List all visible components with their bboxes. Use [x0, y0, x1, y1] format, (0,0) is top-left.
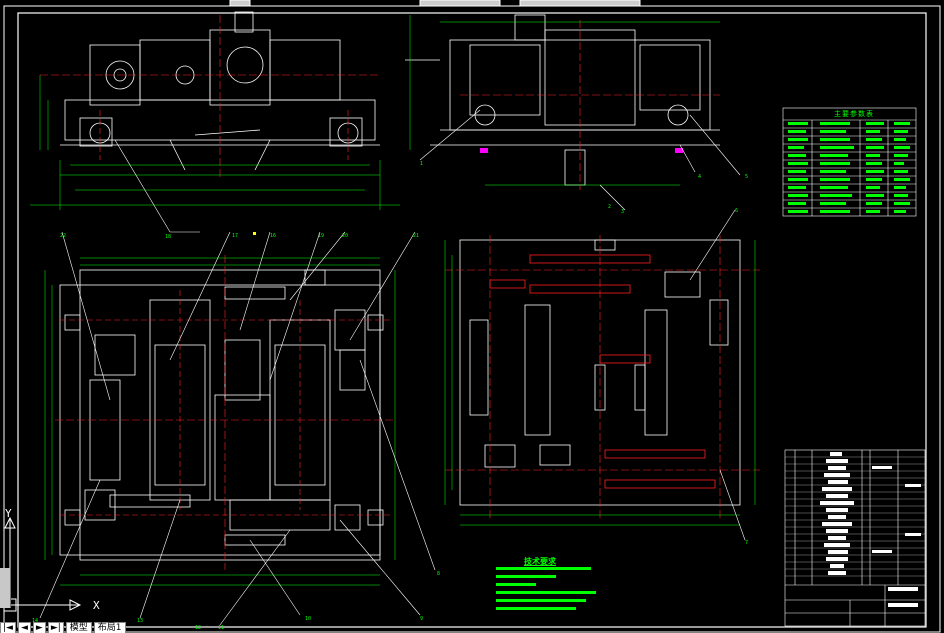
- balloon-10: 10: [305, 616, 311, 622]
- spec-table: [782, 107, 917, 217]
- tab-next[interactable]: ►: [32, 622, 46, 633]
- technical-notes-lines: [496, 567, 596, 610]
- balloon-18: 18: [165, 234, 171, 240]
- balloon-21: 21: [413, 233, 419, 239]
- balloon-6: 6: [735, 208, 738, 214]
- tab-layout1[interactable]: 布局1: [93, 622, 126, 633]
- balloon-17: 17: [232, 233, 238, 239]
- front-elevation-dimensions: [30, 75, 400, 210]
- bom-table-text-blocks: [820, 452, 921, 607]
- bom-table-rows: [785, 456, 925, 577]
- balloon-1: 1: [420, 161, 423, 167]
- plan-view-centerlines: [55, 255, 395, 570]
- tab-last[interactable]: ►|: [47, 622, 64, 633]
- toolbar-remnant: [229, 0, 641, 7]
- left-panel-edge: [0, 568, 11, 608]
- foundation-plan-dimensions: [444, 240, 756, 526]
- foundation-plan-centerlines: [445, 235, 760, 520]
- balloon-4: 4: [698, 174, 701, 180]
- balloon-2: 2: [608, 204, 611, 210]
- front-elevation-view: [60, 11, 380, 171]
- balloon-11: 11: [218, 625, 224, 631]
- balloon-9: 9: [420, 616, 423, 622]
- side-elevation-dimensions: [409, 15, 720, 186]
- tab-prev[interactable]: ◄: [17, 622, 31, 633]
- ucs-y-label: Y: [5, 507, 12, 520]
- tab-first[interactable]: |◄: [0, 622, 16, 633]
- side-elevation-magenta-marks: [480, 148, 683, 153]
- balloon-22: 22: [60, 233, 66, 239]
- side-elevation-view: [405, 14, 720, 186]
- bom-table: [784, 449, 926, 627]
- technical-notes: 技术要求: [496, 556, 600, 567]
- ucs-x-label: X: [93, 599, 100, 612]
- foundation-plan-slots: [489, 254, 716, 489]
- tab-model[interactable]: 模型: [65, 622, 92, 633]
- balloon-5: 5: [745, 174, 748, 180]
- balloon-7: 7: [745, 540, 748, 546]
- leader-lines: [39, 109, 746, 626]
- balloon-13: 13: [137, 618, 143, 624]
- front-elevation-centerlines: [40, 15, 380, 180]
- side-elevation-centerlines: [460, 20, 720, 190]
- balloon-8: 8: [437, 571, 440, 577]
- spec-table-cells: [788, 122, 910, 213]
- yellow-marker: [253, 232, 256, 235]
- layout-tabs: |◄ ◄ ► ►| 模型 布局1: [0, 622, 160, 633]
- balloon-3: 3: [621, 209, 624, 215]
- balloon-14: 14: [32, 618, 38, 624]
- balloon-19: 19: [318, 233, 324, 239]
- drawing-frame-inner: [17, 12, 927, 628]
- plan-view-dimensions: [44, 257, 396, 586]
- balloon-numbers: 18 17 16 19 20 21 1 2 3 4 5 6 7 8 9 10 1…: [32, 161, 748, 631]
- balloon-16: 16: [270, 233, 276, 239]
- spec-table-title: 主要参数表: [834, 110, 874, 118]
- balloon-12: 12: [195, 625, 201, 631]
- technical-notes-title: 技术要求: [524, 557, 556, 566]
- balloon-20: 20: [342, 233, 348, 239]
